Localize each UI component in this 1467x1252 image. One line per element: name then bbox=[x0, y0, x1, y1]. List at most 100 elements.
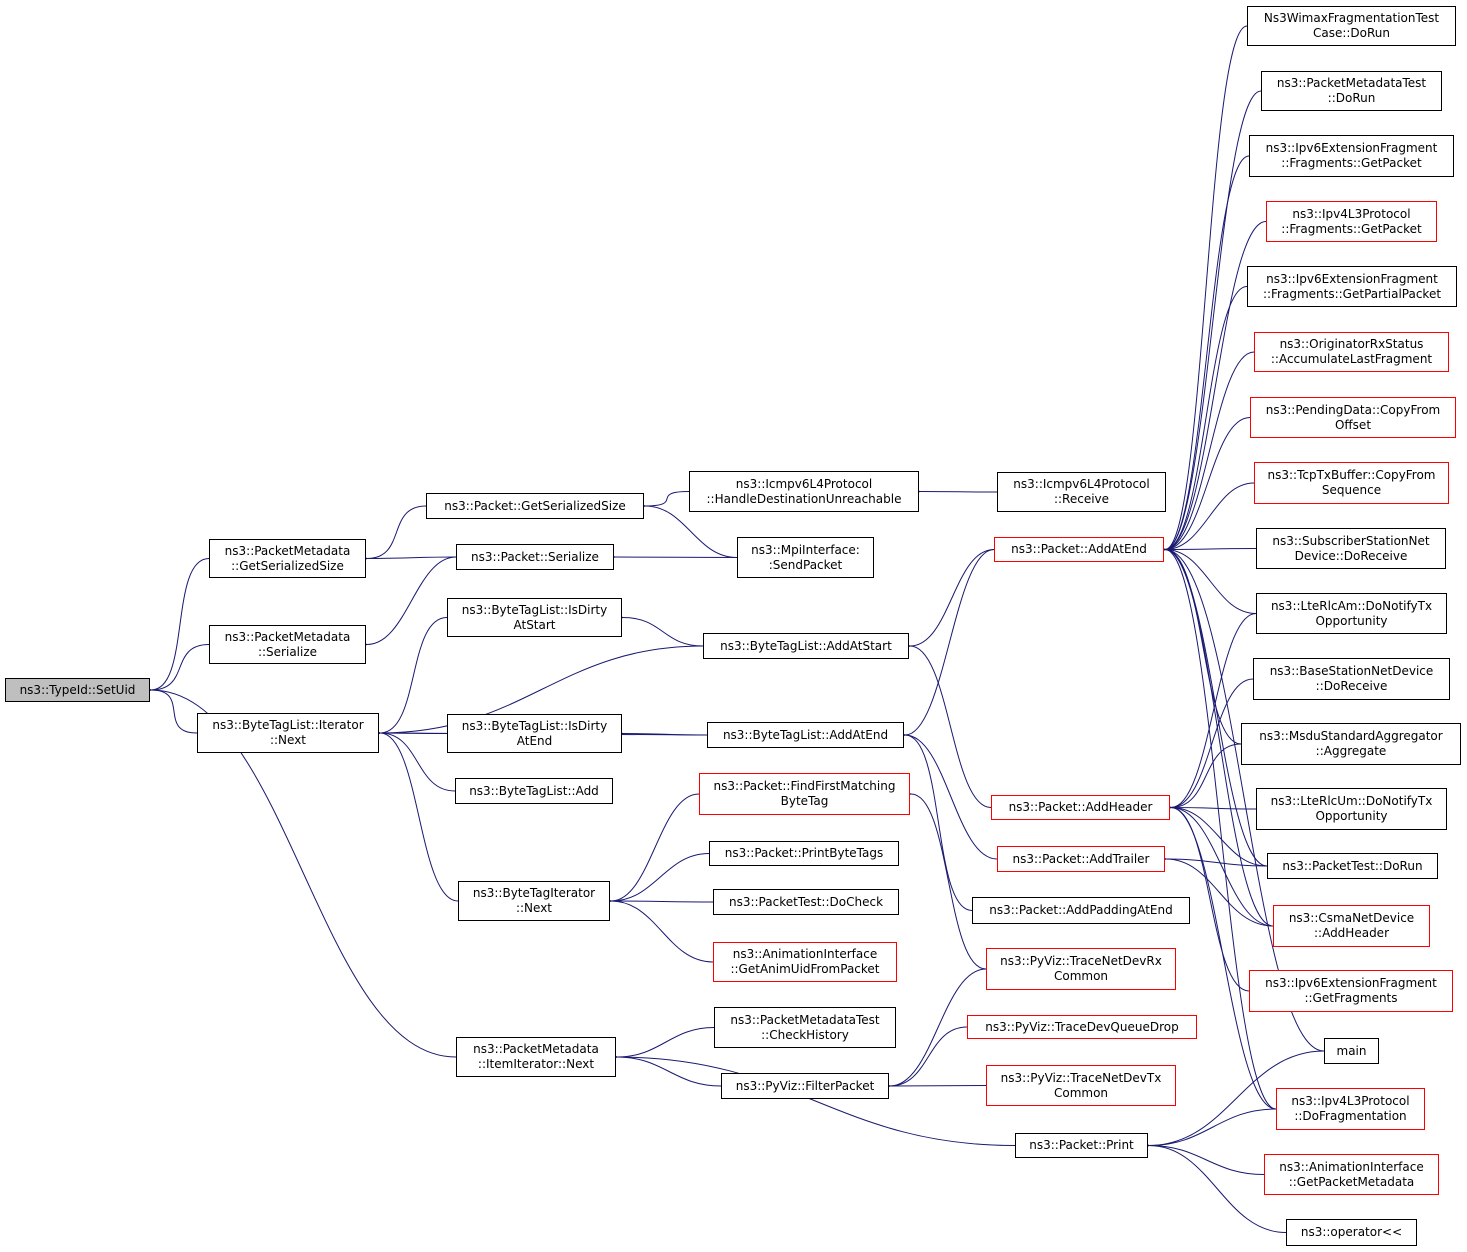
graph-node-mpi-send[interactable]: ns3::MpiInterface::SendPacket bbox=[737, 537, 874, 578]
graph-node-pkt-addpad[interactable]: ns3::Packet::AddPaddingAtEnd bbox=[972, 897, 1190, 924]
node-label-line: ::Serialize bbox=[257, 644, 318, 659]
graph-node-pm-ii-next[interactable]: ns3::PacketMetadata::ItemIterator::Next bbox=[456, 1037, 616, 1077]
node-label-line: ::GetPacketMetadata bbox=[1288, 1174, 1415, 1189]
node-label-line: ns3::Packet::GetSerializedSize bbox=[444, 498, 626, 513]
graph-node-orig-rx[interactable]: ns3::OriginatorRxStatus::AccumulateLastF… bbox=[1254, 332, 1449, 372]
graph-node-btl-addstart[interactable]: ns3::ByteTagList::AddAtStart bbox=[703, 633, 909, 659]
graph-node-ipv4frag-get[interactable]: ns3::Ipv4L3Protocol::Fragments::GetPacke… bbox=[1266, 201, 1437, 242]
graph-node-ai-getmeta[interactable]: ns3::AnimationInterface::GetPacketMetada… bbox=[1264, 1154, 1439, 1195]
graph-node-pm-ser[interactable]: ns3::PacketMetadata::Serialize bbox=[209, 625, 366, 664]
call-edge-pmt-check-to-pm-ii-next bbox=[606, 1027, 715, 1063]
graph-node-pmt-check[interactable]: ns3::PacketMetadataTest::CheckHistory bbox=[714, 1007, 896, 1048]
node-label-line: Opportunity bbox=[1315, 809, 1388, 823]
graph-node-btl-add[interactable]: ns3::ByteTagList::Add bbox=[455, 778, 613, 804]
graph-node-pkt-addheader[interactable]: ns3::Packet::AddHeader bbox=[991, 795, 1170, 820]
call-edge-btl-addstart-to-btl-dirty-start bbox=[612, 612, 704, 647]
call-edge-orig-rx-to-pkt-addatend bbox=[1154, 351, 1255, 555]
graph-node-pt-docheck[interactable]: ns3::PacketTest::DoCheck bbox=[713, 889, 899, 915]
node-label-line: ns3::BaseStationNetDevice bbox=[1269, 664, 1434, 678]
graph-node-pyviz-qdrop[interactable]: ns3::PyViz::TraceDevQueueDrop bbox=[967, 1015, 1197, 1039]
node-label-line: ns3::CsmaNetDevice bbox=[1288, 911, 1415, 925]
call-edge-pkt-addtrailer-to-btl-addend bbox=[894, 729, 998, 860]
graph-node-main[interactable]: main bbox=[1324, 1038, 1379, 1064]
call-edge-pt-dorun-to-pkt-addheader bbox=[1160, 802, 1268, 867]
node-label-line: AtStart bbox=[513, 617, 556, 632]
graph-node-icmp-hdu[interactable]: ns3::Icmpv6L4Protocol::HandleDestination… bbox=[689, 471, 919, 512]
node-label-line: ns3::Ipv6ExtensionFragment bbox=[1266, 271, 1438, 286]
call-edge-pyviz-qdrop-to-pyviz-filter bbox=[879, 1026, 968, 1092]
graph-node-ipv6frag-get[interactable]: ns3::Ipv6ExtensionFragment::Fragments::G… bbox=[1249, 135, 1454, 177]
call-edge-pkt-print-to-pm-ii-next bbox=[606, 1051, 1016, 1146]
call-edge-ai-getmeta-to-pkt-print bbox=[1138, 1140, 1265, 1175]
graph-node-ipv6frag-partial[interactable]: ns3::Ipv6ExtensionFragment::Fragments::G… bbox=[1247, 266, 1457, 307]
graph-node-bti-next[interactable]: ns3::ByteTagIterator::Next bbox=[458, 881, 610, 921]
call-edge-tcptx-copy-to-pkt-addatend bbox=[1154, 482, 1255, 555]
node-label-line: ns3::TypeId::SetUid bbox=[19, 682, 136, 697]
node-label-line: ns3::ByteTagList::Add bbox=[469, 783, 599, 798]
graph-node-pkt-print[interactable]: ns3::Packet::Print bbox=[1015, 1133, 1148, 1158]
graph-node-bs-recv[interactable]: ns3::BaseStationNetDevice::DoReceive bbox=[1253, 658, 1450, 700]
graph-node-pkt-ser[interactable]: ns3::Packet::Serialize bbox=[456, 544, 614, 570]
graph-node-pkt-addtrailer[interactable]: ns3::Packet::AddTrailer bbox=[997, 846, 1165, 872]
node-label-line: ns3::Packet::AddHeader bbox=[1008, 800, 1153, 814]
graph-node-csma-addheader[interactable]: ns3::CsmaNetDevice::AddHeader bbox=[1273, 905, 1430, 947]
node-label-line: ns3::Ipv4L3Protocol bbox=[1292, 206, 1411, 221]
call-edge-msdu-agg-to-pkt-addheader bbox=[1160, 743, 1242, 813]
node-label-line: ns3::PyViz::FilterPacket bbox=[735, 1078, 875, 1093]
node-label-line: ns3::Packet::FindFirstMatching bbox=[713, 779, 896, 793]
node-label-line: ::GetSerializedSize bbox=[231, 558, 344, 573]
graph-node-op-ltlt[interactable]: ns3::operator<< bbox=[1286, 1219, 1417, 1246]
call-edge-pkt-ser-to-pm-getser bbox=[356, 553, 457, 564]
graph-node-icmp-recv[interactable]: ns3::Icmpv6L4Protocol::Receive bbox=[997, 472, 1166, 512]
node-label-line: ns3::OriginatorRxStatus bbox=[1279, 337, 1424, 351]
node-label-line: Case::DoRun bbox=[1312, 26, 1391, 40]
graph-node-pkt-getser[interactable]: ns3::Packet::GetSerializedSize bbox=[426, 493, 644, 519]
graph-node-pmt-dorun[interactable]: ns3::PacketMetadataTest::DoRun bbox=[1261, 71, 1442, 111]
graph-node-btl-it-next[interactable]: ns3::ByteTagList::Iterator::Next bbox=[197, 713, 379, 753]
node-label-line: AtEnd bbox=[516, 733, 553, 748]
node-label-line: ::GetFragments bbox=[1304, 991, 1398, 1005]
call-edge-ipv4-dofrag-to-pkt-addatend bbox=[1154, 544, 1277, 1110]
node-label-line: ns3::ByteTagList::Iterator bbox=[212, 718, 364, 732]
node-label-line: Ns3WimaxFragmentationTest bbox=[1263, 11, 1440, 25]
node-label-line: ns3::PyViz::TraceNetDevRx bbox=[1000, 954, 1162, 968]
node-label-line: ::Aggregate bbox=[1315, 744, 1387, 758]
node-label-line: ns3::MsduStandardAggregator bbox=[1259, 729, 1443, 743]
call-edge-ipv6frag-get-to-pkt-addatend bbox=[1154, 155, 1250, 555]
graph-node-ipv4-dofrag[interactable]: ns3::Ipv4L3Protocol::DoFragmentation bbox=[1276, 1088, 1425, 1130]
call-edge-bti-next-to-btl-it-next bbox=[369, 727, 459, 902]
graph-node-pyviz-filter[interactable]: ns3::PyViz::FilterPacket bbox=[721, 1073, 889, 1099]
graph-node-msdu-agg[interactable]: ns3::MsduStandardAggregator::Aggregate bbox=[1241, 723, 1461, 765]
node-label-line: ns3::MpiInterface: bbox=[751, 542, 860, 557]
graph-node-pm-getser[interactable]: ns3::PacketMetadata::GetSerializedSize bbox=[209, 539, 366, 578]
graph-node-pkt-addatend[interactable]: ns3::Packet::AddAtEnd bbox=[994, 537, 1164, 562]
call-edge-lte-am-to-pkt-addatend bbox=[1154, 544, 1257, 614]
node-label-line: ns3::AnimationInterface bbox=[1279, 1159, 1424, 1174]
graph-node-pkt-pbt[interactable]: ns3::Packet::PrintByteTags bbox=[709, 841, 899, 866]
node-label-line: ns3::PacketMetadataTest bbox=[1276, 76, 1427, 90]
call-edge-csma-addheader-to-pkt-addtrailer bbox=[1155, 853, 1274, 927]
call-edge-pm-ii-next-to-setuid bbox=[140, 684, 457, 1058]
node-label-line: ns3::Packet::AddPaddingAtEnd bbox=[989, 903, 1173, 917]
node-label-line: ::AddHeader bbox=[1313, 926, 1389, 940]
graph-node-ipv6frag-getfrags[interactable]: ns3::Ipv6ExtensionFragment::GetFragments bbox=[1249, 970, 1453, 1012]
call-edge-mpi-send-to-pkt-ser bbox=[604, 551, 738, 562]
node-label-line: ns3::PacketTest::DoCheck bbox=[728, 894, 884, 909]
graph-node-ai-getuid[interactable]: ns3::AnimationInterface::GetAnimUidFromP… bbox=[713, 942, 897, 982]
node-label-line: ns3::Packet::AddTrailer bbox=[1012, 851, 1150, 866]
call-edge-lte-um-to-pkt-addheader bbox=[1160, 802, 1257, 813]
node-label-line: ByteTag bbox=[780, 794, 829, 808]
graph-node-pt-dorun[interactable]: ns3::PacketTest::DoRun bbox=[1267, 853, 1438, 879]
graph-node-btl-addend[interactable]: ns3::ByteTagList::AddAtEnd bbox=[707, 722, 904, 748]
